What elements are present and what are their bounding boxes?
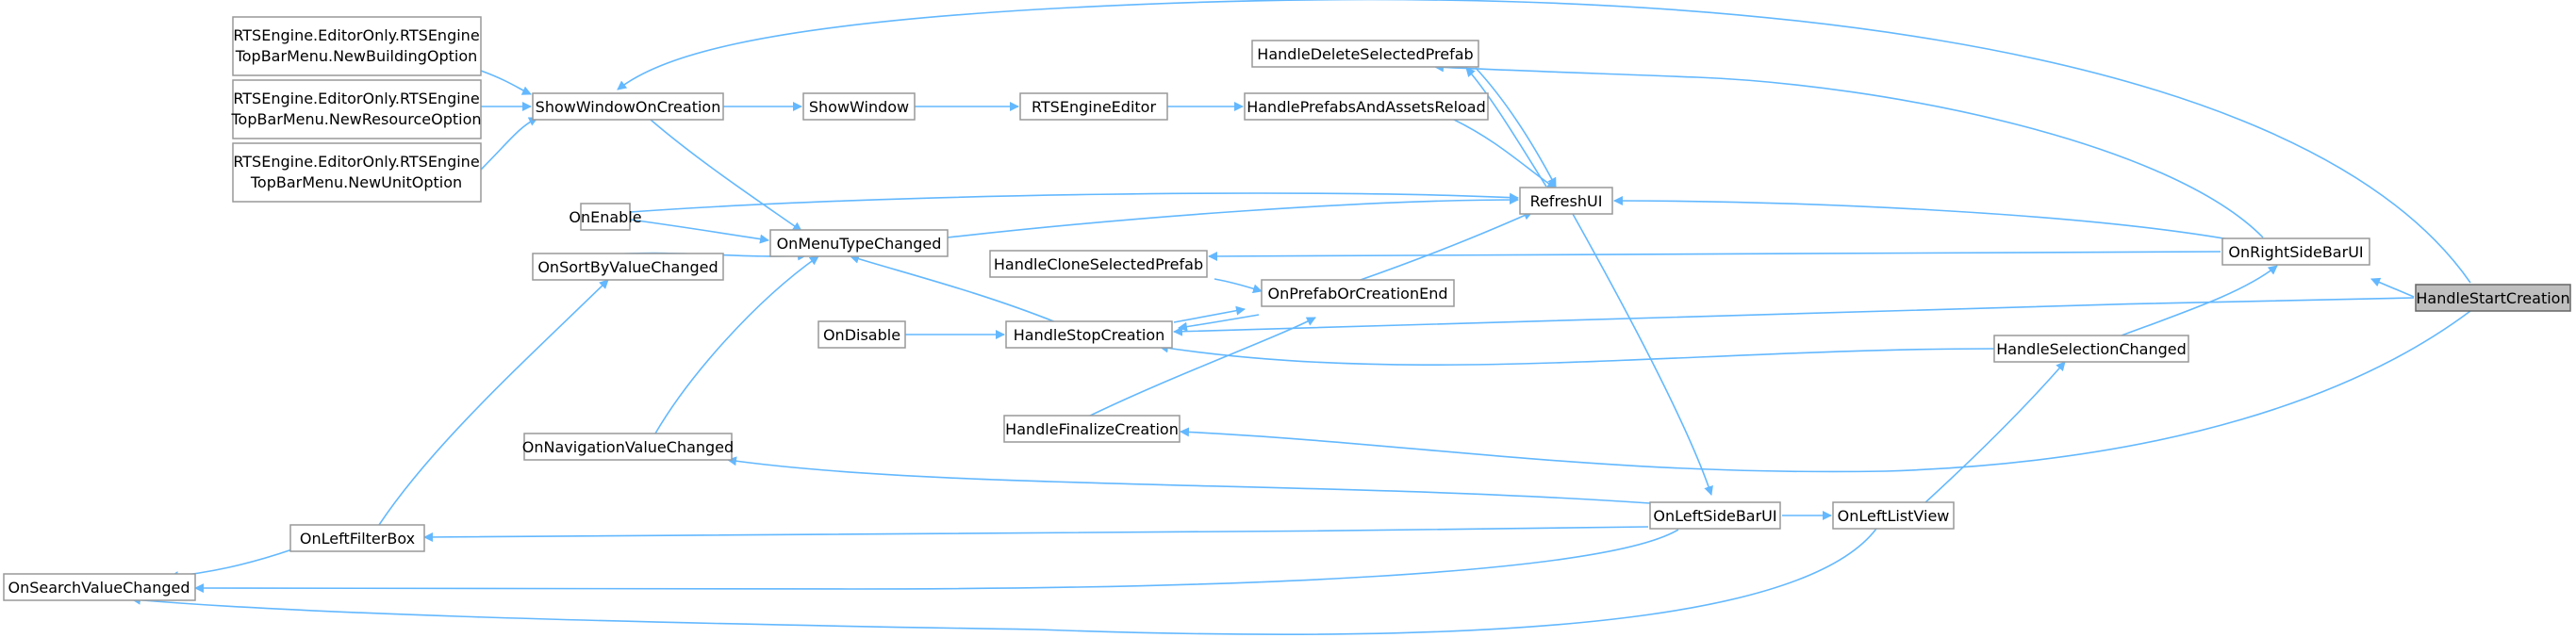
node-label: OnEnable [569,208,641,226]
node-label: OnLeftFilterBox [300,530,415,548]
node-label: OnMenuTypeChanged [777,235,942,253]
edge-start-to-showwindowoncreation [617,0,2471,284]
edge-prefabsreload-to-refreshui [1451,118,1557,189]
node-label: HandleCloneSelectedPrefab [994,255,1203,273]
node-handle-finalize-creation[interactable]: HandleFinalizeCreation [1003,415,1181,443]
node-label: TopBarMenu.NewResourceOption [230,110,481,128]
edge-newbuilding-to-showwindowoncreation [480,70,532,95]
edge-onleftfilterbox-to-onsearchvaluechanged [169,548,293,581]
edge-refreshui-to-handledelete [1465,67,1547,188]
node-on-search-value-changed[interactable]: OnSearchValueChanged [3,573,196,601]
edge-onleftsidebarui-to-onleftfilterbox [423,526,1649,542]
node-label: RTSEngineEditor [1032,98,1156,116]
node-label: OnSortByValueChanged [537,258,718,276]
node-on-menu-type-changed[interactable]: OnMenuTypeChanged [769,229,949,257]
node-label: ShowWindowOnCreation [536,98,721,116]
edge-onrightsidebarui-to-handleclone [1208,251,2221,261]
node-new-building-option[interactable]: RTSEngine.EditorOnly.RTSEngine TopBarMen… [232,16,482,76]
node-label: RTSEngine.EditorOnly.RTSEngine [233,26,479,44]
edge-refreshui-to-onleftsidebarui [1572,213,1713,496]
node-handle-selection-changed[interactable]: HandleSelectionChanged [1993,335,2189,363]
edge-onrightsidebarui-to-refreshui [1613,196,2236,241]
edge-group [131,0,2471,636]
node-on-disable[interactable]: OnDisable [817,320,906,349]
node-on-left-filter-box[interactable]: OnLeftFilterBox [289,524,425,552]
node-label: ShowWindow [809,98,909,116]
edge-onenable-to-refreshui [629,192,1519,213]
node-handle-stop-creation[interactable]: HandleStopCreation [1005,320,1173,349]
node-label: HandleStartCreation [2416,289,2569,307]
node-on-prefab-or-creation-end[interactable]: OnPrefabOrCreationEnd [1261,279,1455,307]
node-label: RTSEngine.EditorOnly.RTSEngine [233,153,479,171]
edge-showwindowoncreation-to-onmenutypechanged [650,119,802,232]
edge-onrightsidebarui-to-handledelete [1434,62,2264,238]
node-refresh-ui[interactable]: RefreshUI [1519,187,1613,215]
edge-start-to-onrightsidebarui [2370,277,2415,298]
edge-onmenutypechanged-to-refreshui [947,195,1519,238]
node-label: RTSEngine.EditorOnly.RTSEngine [233,90,479,107]
node-label: OnRightSideBarUI [2228,243,2363,261]
node-label: HandleFinalizeCreation [1005,420,1179,438]
edge-onleftsidebarui-to-onsearchvaluechanged [194,529,1679,594]
node-handle-start-creation[interactable]: HandleStartCreation [2415,284,2571,312]
node-label: TopBarMenu.NewBuildingOption [235,47,478,65]
edge-start-to-handlefinalizecreation [1180,310,2471,473]
node-on-sort-by-value-changed[interactable]: OnSortByValueChanged [532,253,724,281]
node-rts-engine-editor[interactable]: RTSEngineEditor [1019,92,1168,121]
node-label: HandleStopCreation [1014,326,1165,344]
edge-onnavigationvaluechanged-to-onmenutypechanged [654,255,819,434]
edge-handleselectionchanged-to-handlestopcreation [1159,343,1995,366]
edge-onprefaborcreationend-to-handlestopcreation [1178,314,1260,332]
edge-handlestopcreation-to-onprefaborcreationend [1173,305,1246,323]
node-label: TopBarMenu.NewUnitOption [250,173,462,191]
node-on-right-side-bar-ui[interactable]: OnRightSideBarUI [2221,237,2370,266]
node-on-navigation-value-changed[interactable]: OnNavigationValueChanged [522,433,734,461]
edge-newunit-to-showwindowoncreation [480,117,538,171]
node-label: OnPrefabOrCreationEnd [1267,285,1447,303]
node-label: HandlePrefabsAndAssetsReload [1247,98,1486,116]
node-label: RefreshUI [1530,192,1603,210]
node-new-resource-option[interactable]: RTSEngine.EditorOnly.RTSEngine TopBarMen… [230,79,482,139]
edge-onleftsidebarui-to-onnavigationvaluechanged [727,456,1651,504]
node-label: OnSearchValueChanged [8,579,190,597]
node-label: OnLeftSideBarUI [1653,507,1776,525]
node-handle-clone-selected-prefab[interactable]: HandleCloneSelectedPrefab [989,250,1208,278]
node-on-left-list-view[interactable]: OnLeftListView [1832,501,1955,530]
node-label: OnNavigationValueChanged [522,438,734,456]
node-on-left-side-bar-ui[interactable]: OnLeftSideBarUI [1649,501,1781,530]
edge-handleselectionchanged-to-onrightsidebarui [2121,265,2278,336]
edge-handledelete-to-refreshui [1475,67,1557,188]
node-label: HandleDeleteSelectedPrefab [1257,45,1473,63]
node-show-window[interactable]: ShowWindow [802,92,916,121]
edge-onprefaborcreationend-to-refreshui [1357,211,1533,282]
node-handle-delete-selected-prefab[interactable]: HandleDeleteSelectedPrefab [1251,40,1479,68]
node-handle-prefabs-and-assets-reload[interactable]: HandlePrefabsAndAssetsReload [1244,92,1489,121]
node-group: RTSEngine.EditorOnly.RTSEngine TopBarMen… [3,16,2571,601]
node-label: HandleSelectionChanged [1996,340,2187,358]
edge-onenable-to-onmenutypechanged [629,219,769,244]
edge-handleclone-to-onprefaborcreationend [1214,278,1263,294]
node-label: OnLeftListView [1838,507,1950,525]
edge-handlestopcreation-to-onmenutypechanged [850,254,1057,323]
node-show-window-on-creation[interactable]: ShowWindowOnCreation [532,92,724,121]
edge-handlefinalize-to-onprefaborcreationend [1083,317,1316,419]
edge-onleftfilterbox-to-onsortbyvaluechanged [378,279,609,526]
node-label: OnDisable [823,326,900,344]
node-on-enable[interactable]: OnEnable [569,203,642,231]
edge-onleftlistview-to-handleselectionchanged [1923,361,2066,505]
node-new-unit-option[interactable]: RTSEngine.EditorOnly.RTSEngine TopBarMen… [232,142,482,203]
edge-onleftlistview-to-onsearchvaluechanged [131,528,1877,636]
